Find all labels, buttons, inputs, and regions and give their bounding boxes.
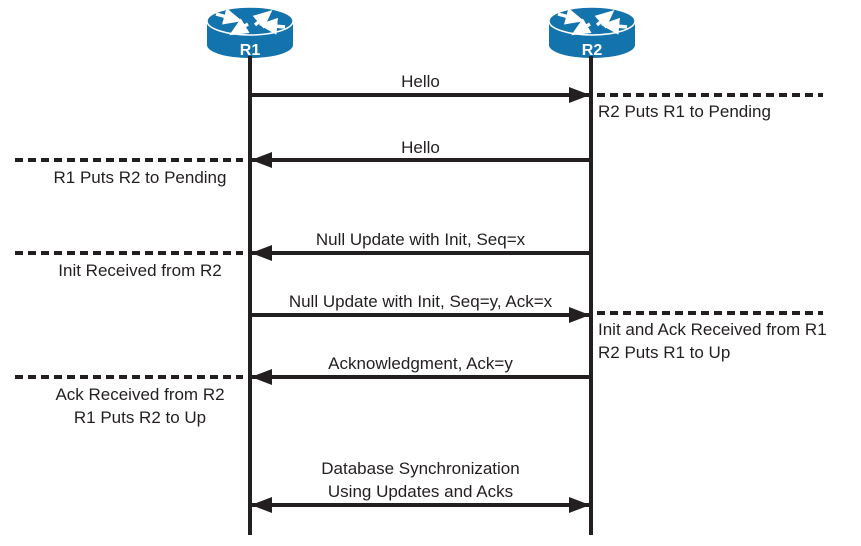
event-dash-r1-pending xyxy=(15,158,243,162)
router-icon: R2 xyxy=(548,6,636,59)
event-annotation-line1: Ack Received from R2 xyxy=(55,385,225,404)
message-label-hello-2: Hello xyxy=(401,138,440,157)
message-label-database-sync: Database Synchronization Using Updates a… xyxy=(252,457,589,503)
message-arrow-null-update-init-ack xyxy=(252,313,589,317)
event-dash-init-received xyxy=(15,251,243,255)
event-annotation-ack-received: Ack Received from R2 R1 Puts R2 to Up xyxy=(35,383,245,429)
message-arrow-hello-1 xyxy=(252,93,589,97)
event-dash-init-ack-received xyxy=(597,311,823,315)
router-icon-r2: R2 xyxy=(547,5,637,61)
message-arrow-acknowledgment xyxy=(252,375,589,379)
message-arrow-database-sync xyxy=(252,503,589,507)
router-icon-r1: R1 xyxy=(205,5,295,61)
message-arrow-null-update-init xyxy=(252,251,589,255)
message-label-null-update-init: Null Update with Init, Seq=x xyxy=(315,230,526,249)
message-arrow-hello-2 xyxy=(252,158,589,162)
event-annotation-r2-pending: R2 Puts R1 to Pending xyxy=(598,102,771,121)
event-annotation-r1-pending: R1 Puts R2 to Pending xyxy=(53,168,227,187)
event-annotation-init-received: Init Received from R2 xyxy=(58,261,222,280)
message-label-acknowledgment: Acknowledgment, Ack=y xyxy=(328,354,513,373)
message-label-hello-1: Hello xyxy=(401,72,440,91)
event-annotation-line1: Init and Ack Received from R1 xyxy=(598,320,827,339)
message-label-null-update-init-ack: Null Update with Init, Seq=y, Ack=x xyxy=(288,292,553,311)
event-dash-ack-received xyxy=(15,375,243,379)
event-dash-r2-pending xyxy=(597,93,823,97)
message-label-line2: Using Updates and Acks xyxy=(327,482,514,501)
router-label-r1: R1 xyxy=(240,42,261,59)
event-annotation-init-ack-received: Init and Ack Received from R1 R2 Puts R1… xyxy=(598,318,827,364)
message-label-line1: Database Synchronization xyxy=(321,459,520,478)
lifeline-r1 xyxy=(248,56,252,535)
event-annotation-line2: R1 Puts R2 to Up xyxy=(73,408,207,427)
event-annotation-line2: R2 Puts R1 to Up xyxy=(598,343,731,362)
router-icon: R1 xyxy=(206,6,294,59)
lifeline-r2 xyxy=(589,56,593,535)
router-label-r2: R2 xyxy=(582,42,603,59)
